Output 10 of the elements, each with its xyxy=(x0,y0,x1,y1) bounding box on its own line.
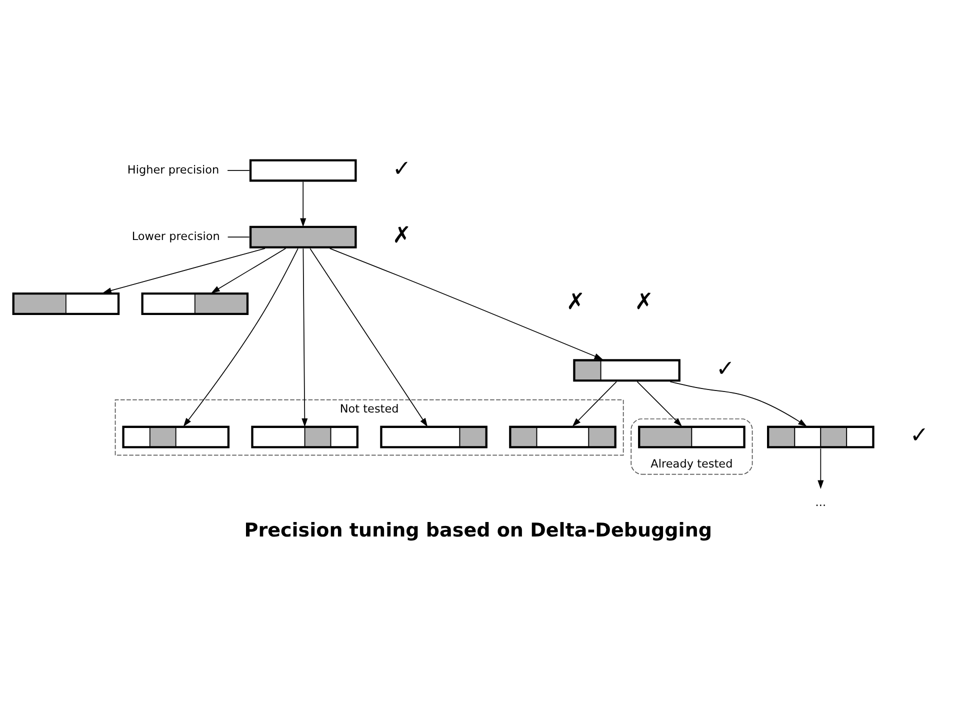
diagram-title: Precision tuning based on Delta-Debugging xyxy=(244,520,712,542)
label: ✓ xyxy=(716,356,735,382)
label: ✓ xyxy=(392,156,412,182)
node-text: Lower precision xyxy=(132,230,220,244)
label: ✓ xyxy=(910,422,929,449)
label: ✗ xyxy=(566,289,586,316)
node-text: ... xyxy=(815,496,826,510)
label: ✗ xyxy=(392,222,412,249)
node-text: Higher precision xyxy=(127,163,220,176)
label: ✗ xyxy=(634,289,654,316)
